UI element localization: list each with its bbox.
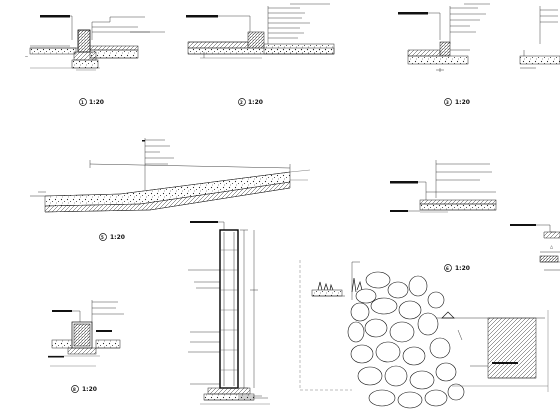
detail-4-partial [519, 6, 560, 69]
svg-text:—: — [25, 54, 28, 58]
detail-3-note-leaders [449, 3, 490, 44]
detail-8-label: 8 1:20 [71, 385, 97, 393]
detail-1: — [25, 15, 165, 71]
svg-text:1: 1 [81, 100, 84, 105]
detail-10 [299, 260, 549, 409]
detail-6-label: 6 1:20 [444, 264, 470, 272]
detail-5-scale: 1:20 [110, 234, 125, 241]
detail-7-partial: △ [510, 224, 560, 271]
detail-2-label: 2 1:20 [238, 98, 263, 106]
svg-text:6: 6 [446, 266, 449, 271]
detail-5 [30, 138, 311, 213]
detail-2 [186, 3, 335, 59]
detail-6-scale: 1:20 [455, 265, 470, 272]
detail-5-label: 5 1:20 [99, 233, 125, 241]
detail-2-note-leaders [267, 3, 330, 44]
svg-text:8: 8 [73, 387, 76, 392]
detail-6-note-leaders [435, 160, 492, 198]
detail-8 [48, 300, 124, 367]
detail-3 [398, 3, 490, 72]
detail-8-note-leaders [91, 300, 124, 330]
detail-1-note-leaders [91, 16, 165, 40]
svg-text:5: 5 [101, 235, 104, 240]
detail-9 [188, 221, 270, 405]
detail-8-scale: 1:20 [82, 386, 97, 393]
detail-1-label: 1 1:20 [79, 98, 104, 106]
detail-2-scale: 1:20 [248, 99, 263, 106]
detail-1-scale: 1:20 [89, 99, 104, 106]
detail-6 [390, 160, 497, 213]
detail-5-note-leaders [142, 138, 174, 190]
detail-3-label: 3 1:20 [444, 98, 470, 106]
svg-text:△: △ [550, 244, 554, 249]
detail-9-note-leaders [188, 269, 268, 399]
detail-10-rocks [347, 271, 465, 409]
svg-text:2: 2 [240, 100, 243, 105]
detail-3-scale: 1:20 [455, 99, 470, 106]
detail-10-water-zone [436, 310, 549, 392]
svg-text:3: 3 [446, 100, 449, 105]
